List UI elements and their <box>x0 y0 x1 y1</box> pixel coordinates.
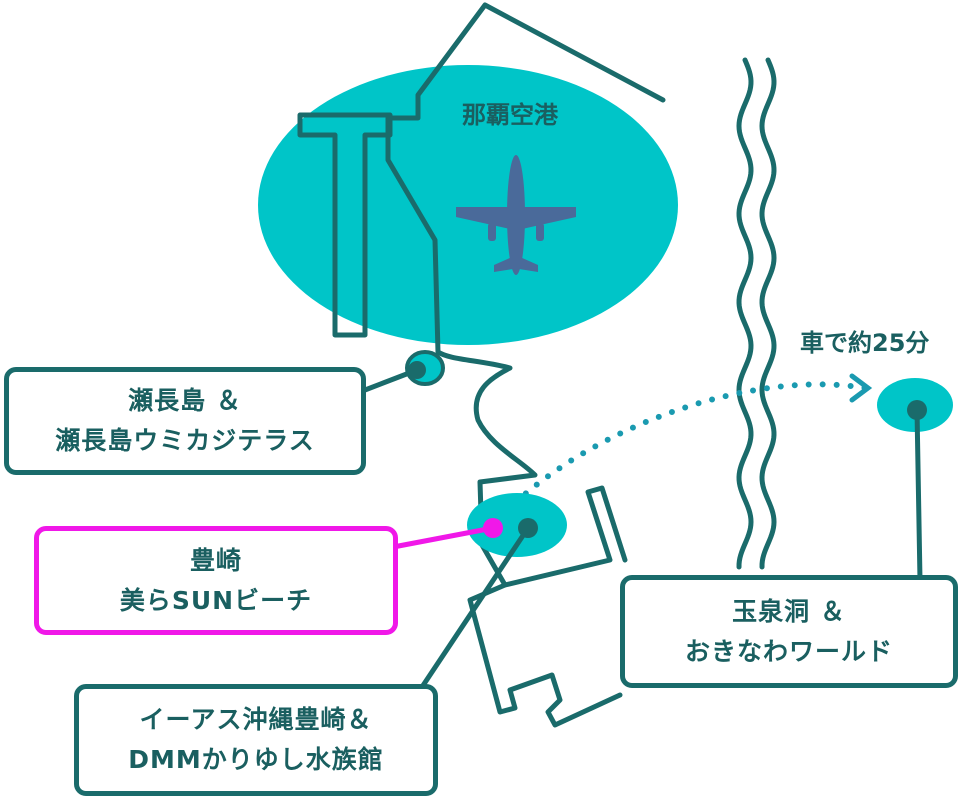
spot-title: 豊崎 <box>189 545 242 575</box>
spot-card-churasun-beach[interactable]: 豊崎 美らSUNビーチ <box>34 526 398 635</box>
road-line <box>759 57 777 570</box>
spot-subtitle: DMMかりゆし水族館 <box>128 745 384 774</box>
gyokusendo-leader-line <box>914 407 923 583</box>
coastline <box>297 2 777 728</box>
road-line <box>736 57 754 570</box>
route-arrow-icon <box>849 373 873 403</box>
airport-label: 那覇空港 <box>462 101 558 129</box>
spot-subtitle: 瀬長島ウミカジテラス <box>55 426 315 455</box>
beach-dot <box>483 518 503 538</box>
airplane-icon <box>456 155 576 275</box>
spot-title: イーアス沖縄豊崎＆ <box>139 705 373 734</box>
route-dotted-line <box>502 381 868 515</box>
beach-leader-line <box>385 525 496 551</box>
spot-card-gyokusendo[interactable]: 玉泉洞 ＆ おきなわワールド <box>620 575 958 688</box>
spot-card-senagajima[interactable]: 瀬長島 ＆ 瀬長島ウミカジテラス <box>4 367 366 475</box>
iias-leader-line <box>417 525 531 693</box>
gyokusendo-dot <box>907 400 927 420</box>
spot-title: 瀬長島 ＆ <box>128 386 242 415</box>
iias-dot <box>518 518 538 538</box>
senagajima-dot <box>408 361 426 379</box>
spot-card-iias-dmm[interactable]: イーアス沖縄豊崎＆ DMMかりゆし水族館 <box>74 684 438 796</box>
spot-subtitle: おきなわワールド <box>684 636 893 666</box>
route-time-label: 車で約25分 <box>800 329 930 357</box>
spot-title: 玉泉洞 ＆ <box>732 596 846 626</box>
toyosaki-marker-area <box>467 493 567 557</box>
spot-subtitle: 美らSUNビーチ <box>119 585 313 615</box>
